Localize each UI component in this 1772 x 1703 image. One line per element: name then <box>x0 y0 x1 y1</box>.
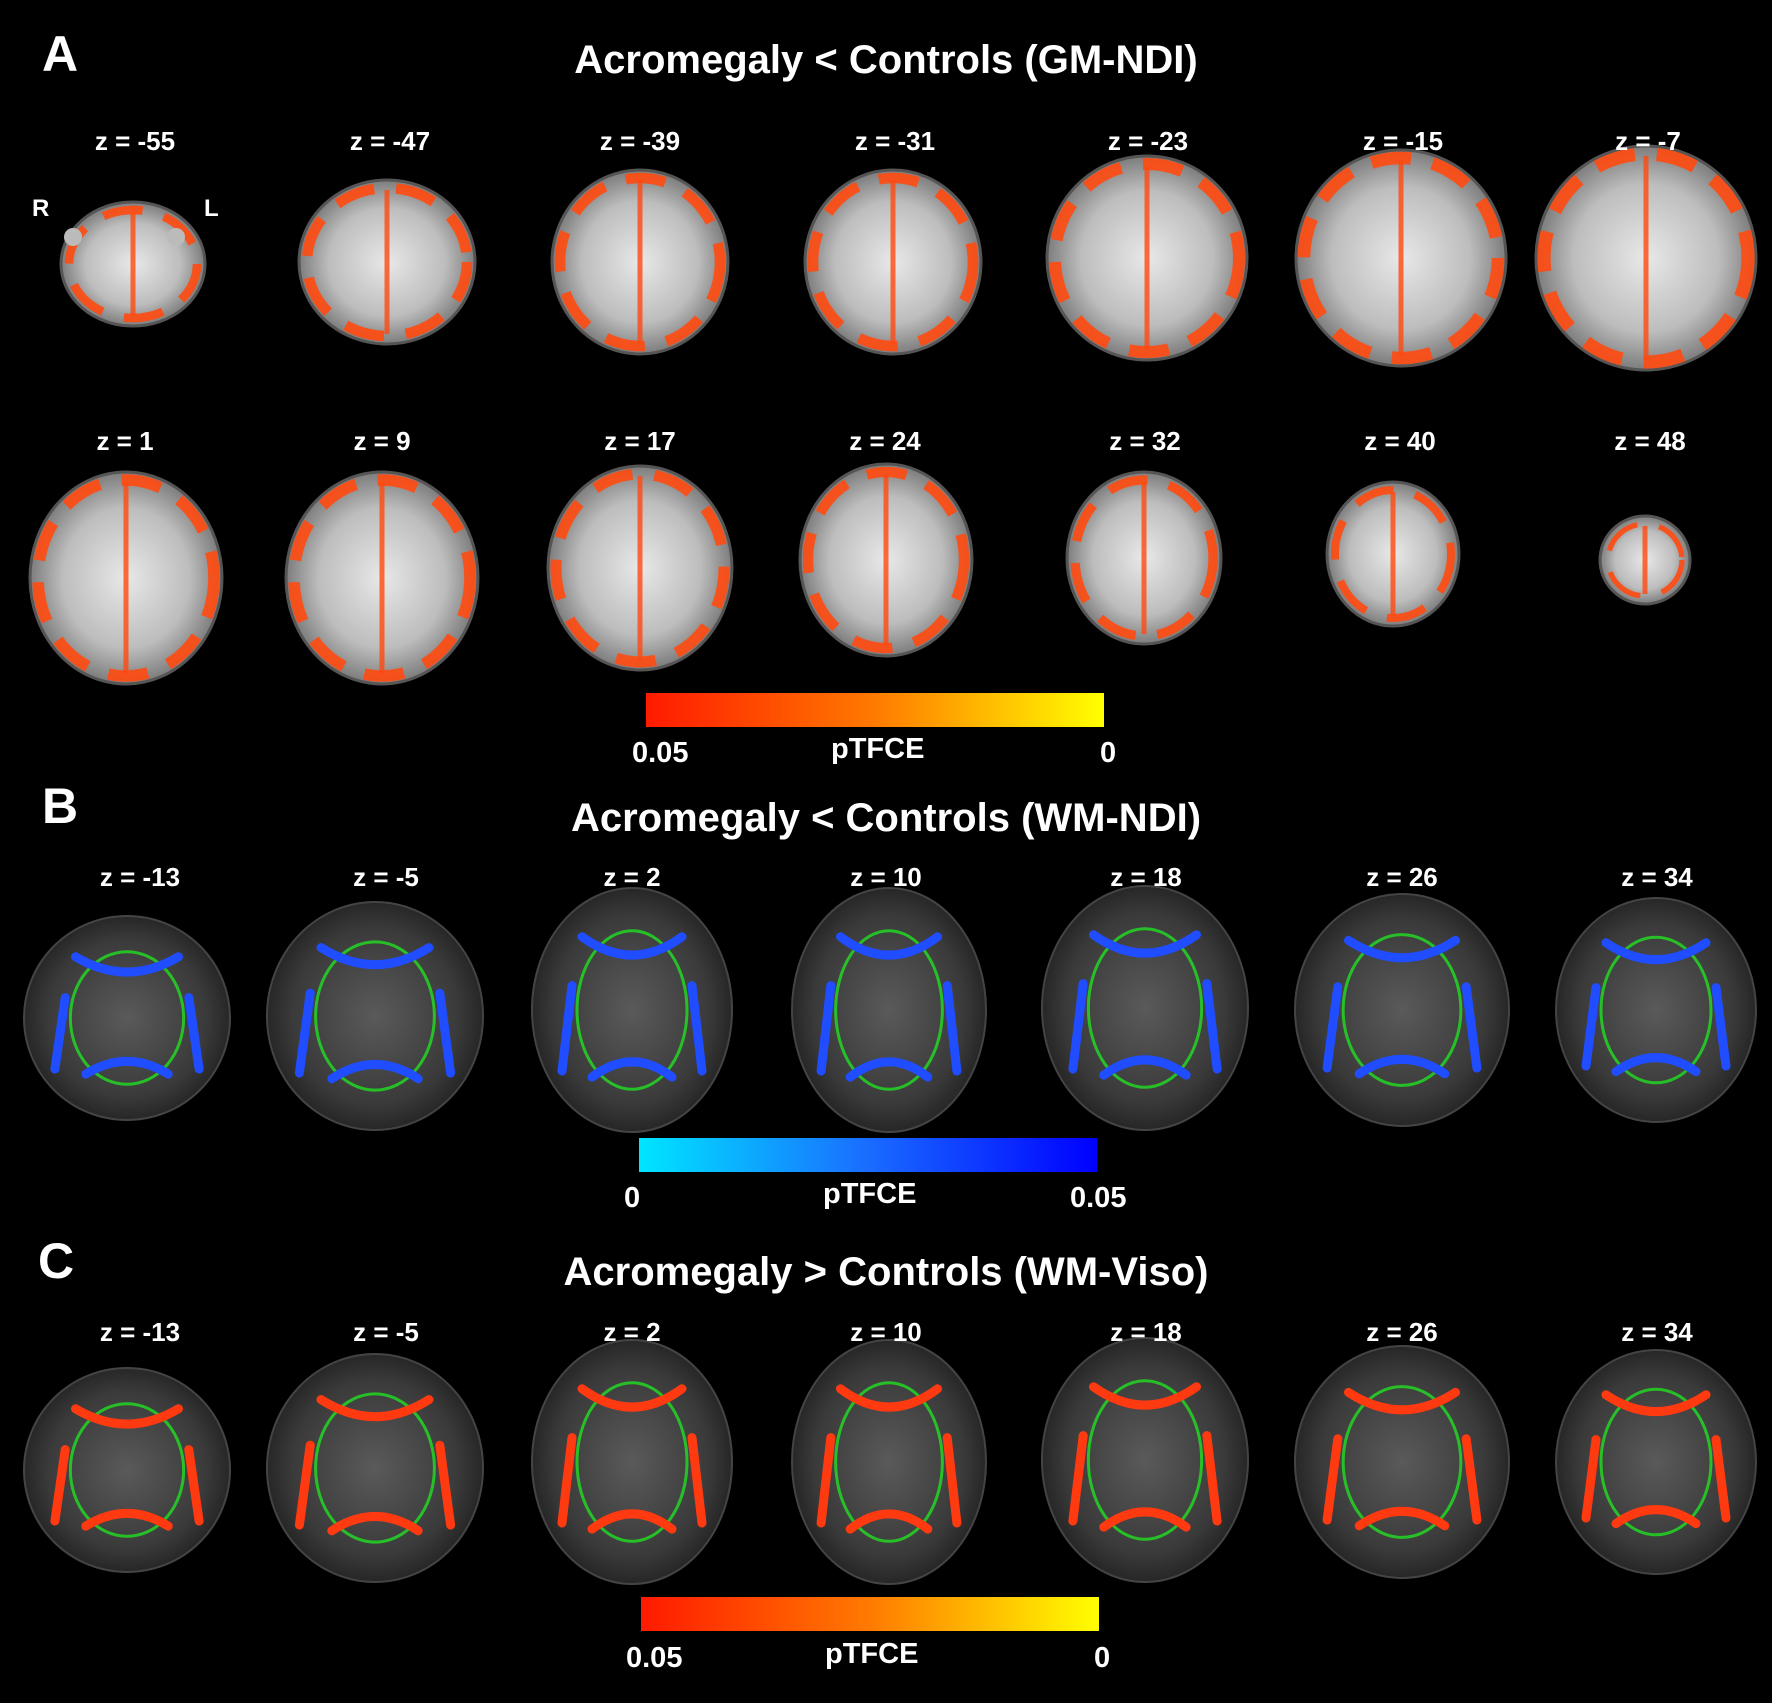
colorbar-b <box>639 1138 1097 1172</box>
slice-label: z = 9 <box>353 426 411 456</box>
panel-a-title: Acromegaly < Controls (GM-NDI) <box>574 38 1198 82</box>
slice-label: z = -39 <box>599 126 681 156</box>
slice-label: z = 26 <box>1366 862 1438 892</box>
gm-brain-slice <box>1065 470 1223 646</box>
slice-label: z = -15 <box>1362 126 1444 156</box>
gm-brain-slice <box>803 168 983 356</box>
slice-label: z = -23 <box>1107 126 1189 156</box>
wm-viso-brain-slice <box>531 1339 733 1585</box>
slice-label: z = 1 <box>96 426 154 456</box>
wm-viso-brain-slice <box>1041 1337 1249 1583</box>
gm-brain-slice <box>1534 144 1758 372</box>
gm-brain-slice <box>550 168 730 356</box>
wm-viso-brain-slice <box>791 1339 987 1585</box>
eye-marker <box>64 228 82 246</box>
eye-marker <box>167 228 185 246</box>
gm-brain-slice <box>1294 148 1508 368</box>
wm-viso-brain-slice <box>1294 1345 1510 1579</box>
panel-b-title: Acromegaly < Controls (WM-NDI) <box>570 796 1202 840</box>
wm-viso-brain-slice <box>23 1367 231 1573</box>
panel-c-letter: C <box>38 1233 75 1289</box>
wm-ndi-brain-slice <box>1294 893 1510 1127</box>
gm-brain-slice <box>798 462 974 658</box>
slice-label: z = -31 <box>854 126 936 156</box>
slice-label: z = 48 <box>1614 426 1686 456</box>
colorbar-c-min-label: 0.05 <box>626 1642 683 1674</box>
wm-ndi-brain-slice <box>266 901 484 1131</box>
colorbar-a-title: pTFCE <box>831 733 925 765</box>
colorbar-c-title: pTFCE <box>825 1638 919 1670</box>
gm-brain-slice <box>1598 514 1692 606</box>
colorbar-a <box>646 693 1104 727</box>
colorbar-a-max-label: 0 <box>1100 737 1117 769</box>
slice-label: z = -13 <box>99 862 181 892</box>
wm-ndi-brain-slice <box>1041 885 1249 1131</box>
slice-label: z = 2 <box>603 862 661 892</box>
slice-label: z = 32 <box>1109 426 1181 456</box>
wm-ndi-brain-slice <box>1555 897 1757 1123</box>
gm-brain-slice <box>546 464 734 672</box>
slice-label: z = 26 <box>1366 1317 1438 1347</box>
gm-brain-slice <box>59 200 207 328</box>
colorbar-c <box>641 1597 1099 1631</box>
panel-b-letter: B <box>42 778 79 834</box>
slice-label: z = 18 <box>1110 862 1182 892</box>
orientation-left-label: L <box>204 195 219 222</box>
panel-c-title: Acromegaly > Controls (WM-Viso) <box>563 1250 1209 1294</box>
wm-ndi-brain-slice <box>23 915 231 1121</box>
wm-ndi-brain-slice <box>791 887 987 1133</box>
slice-label: z = 10 <box>850 862 922 892</box>
slice-label: z = 34 <box>1621 862 1693 892</box>
slice-label: z = -5 <box>353 1317 419 1347</box>
panel-a-letter: A <box>42 26 79 82</box>
slice-label: z = -55 <box>94 126 176 156</box>
colorbar-c-max-label: 0 <box>1094 1642 1111 1674</box>
slice-label: z = 10 <box>850 1317 922 1347</box>
slice-label: z = -47 <box>349 126 431 156</box>
colorbar-b-title: pTFCE <box>823 1178 917 1210</box>
slice-label: z = 2 <box>603 1317 661 1347</box>
slice-label: z = 18 <box>1110 1317 1182 1347</box>
gm-brain-slice <box>284 470 480 686</box>
slice-label: z = 24 <box>849 426 921 456</box>
gm-brain-slice <box>1325 480 1461 628</box>
wm-ndi-brain-slice <box>531 887 733 1133</box>
slice-label: z = 17 <box>604 426 676 456</box>
slice-label: z = -5 <box>353 862 419 892</box>
colorbar-a-min-label: 0.05 <box>632 737 689 769</box>
slice-label: z = 34 <box>1621 1317 1693 1347</box>
orientation-right-label: R <box>32 195 50 222</box>
gm-brain-slice <box>28 470 224 686</box>
gm-brain-slice <box>297 178 477 346</box>
colorbar-b-min-label: 0 <box>624 1182 641 1214</box>
slice-label: z = 40 <box>1364 426 1436 456</box>
wm-viso-brain-slice <box>266 1353 484 1583</box>
wm-viso-brain-slice <box>1555 1349 1757 1575</box>
slice-label: z = -7 <box>1615 126 1681 156</box>
gm-brain-slice <box>1045 154 1249 362</box>
colorbar-b-max-label: 0.05 <box>1070 1182 1127 1214</box>
slice-label: z = -13 <box>99 1317 181 1347</box>
